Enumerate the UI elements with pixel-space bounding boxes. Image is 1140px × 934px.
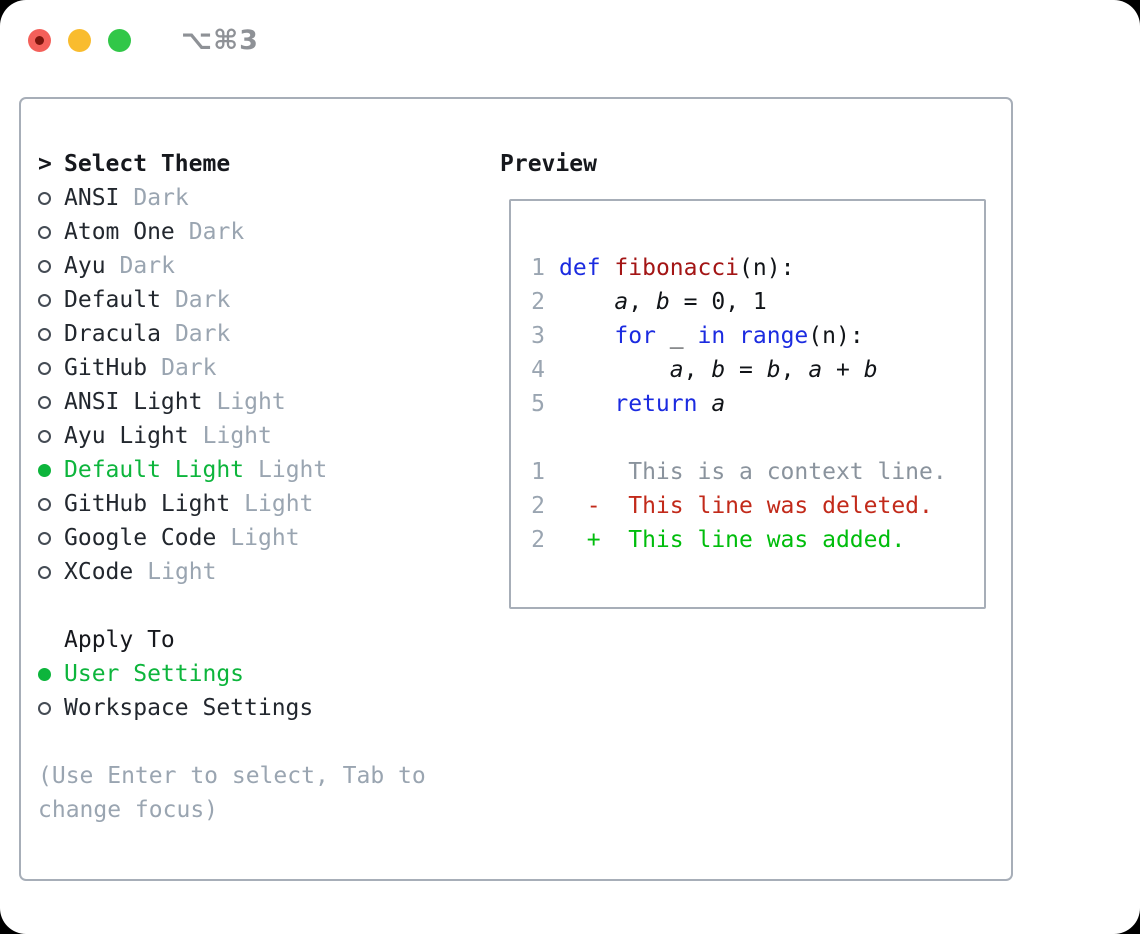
theme-variant: Dark (161, 355, 217, 381)
close-button[interactable] (28, 29, 51, 52)
theme-name: GitHub (64, 355, 148, 381)
theme-option-google-code-light[interactable]: Google Code Light (38, 521, 500, 555)
theme-variant: Dark (133, 185, 189, 211)
theme-option-github-light[interactable]: GitHub Light Light (38, 487, 500, 521)
theme-option-xcode-light[interactable]: XCode Light (38, 555, 500, 589)
select-theme-header: > Select Theme (38, 147, 500, 181)
diff-context-line: 1 This is a context line. (531, 459, 947, 485)
theme-variant: Light (230, 525, 300, 551)
code-line: 4 a, b = b, a + b (531, 357, 878, 383)
radio-icon (38, 225, 64, 239)
radio-icon (38, 191, 64, 205)
code-line: 3 for _ in range(n): (531, 323, 864, 349)
radio-icon (38, 259, 64, 273)
diff-deleted-line: 2 - This line was deleted. (531, 493, 933, 519)
line-number: 3 (531, 323, 545, 349)
apply-option-user-settings[interactable]: User Settings (38, 657, 500, 691)
theme-name: Dracula (64, 321, 161, 347)
radio-icon (38, 327, 64, 341)
window-shortcut-label: ⌥⌘3 (181, 25, 259, 56)
theme-list-column: > Select Theme ANSI Dark Atom One Dark A… (38, 147, 500, 879)
keyboard-hint-line-2: change focus) (38, 797, 219, 823)
theme-name: Default (64, 287, 161, 313)
apply-option-workspace-settings[interactable]: Workspace Settings (38, 691, 500, 725)
diff-added-line: 2 + This line was added. (531, 527, 906, 553)
theme-variant: Dark (174, 287, 231, 313)
theme-name: XCode (64, 559, 134, 585)
code-diff-gap (531, 421, 984, 455)
theme-option-ayu-light[interactable]: Ayu Light Light (38, 419, 500, 453)
radio-icon (38, 429, 64, 443)
theme-variant: Light (216, 389, 286, 415)
section-gap (38, 725, 500, 759)
theme-option-ayu-dark[interactable]: Ayu Dark (38, 249, 500, 283)
theme-name: Default Light (64, 457, 245, 483)
select-theme-title: Select Theme (64, 151, 231, 177)
radio-icon (38, 361, 64, 375)
theme-option-ansi-dark[interactable]: ANSI Dark (38, 181, 500, 215)
radio-icon (38, 395, 64, 409)
radio-icon (38, 701, 64, 715)
radio-icon (38, 565, 64, 579)
radio-selected-icon (38, 463, 64, 477)
theme-name: Atom One (64, 219, 175, 245)
theme-option-github-dark[interactable]: GitHub Dark (38, 351, 500, 385)
line-number: 1 (531, 255, 545, 281)
zoom-button[interactable] (108, 29, 131, 52)
code-line: 2 a, b = 0, 1 (531, 289, 767, 315)
code-line: 5 return a (531, 391, 726, 417)
section-gap (38, 589, 500, 623)
theme-name: ANSI (64, 185, 120, 211)
titlebar: ⌥⌘3 (28, 25, 259, 56)
theme-variant: Light (202, 423, 272, 449)
theme-variant: Light (147, 559, 217, 585)
line-number: 2 (531, 493, 545, 519)
apply-to-title: Apply To (64, 627, 175, 653)
minimize-button[interactable] (68, 29, 91, 52)
theme-name: Google Code (64, 525, 217, 551)
theme-option-default-dark[interactable]: Default Dark (38, 283, 500, 317)
theme-name: GitHub Light (64, 491, 231, 517)
line-number: 5 (531, 391, 545, 417)
theme-variant: Dark (174, 321, 231, 347)
theme-name: ANSI Light (64, 389, 203, 415)
preview-title: Preview (500, 151, 597, 177)
keyboard-hint-line-1: (Use Enter to select, Tab to (38, 763, 426, 789)
theme-option-dracula-dark[interactable]: Dracula Dark (38, 317, 500, 351)
theme-variant: Light (258, 457, 328, 483)
theme-selector-panel: > Select Theme ANSI Dark Atom One Dark A… (19, 97, 1013, 881)
line-number: 2 (531, 289, 545, 315)
radio-icon (38, 531, 64, 545)
radio-icon (38, 497, 64, 511)
radio-icon (38, 293, 64, 307)
radio-selected-icon (38, 667, 64, 681)
theme-variant: Light (244, 491, 314, 517)
theme-variant: Dark (119, 253, 175, 279)
theme-variant: Dark (188, 219, 245, 245)
line-number: 1 (531, 459, 545, 485)
theme-name: Ayu (64, 253, 106, 279)
close-button-dot (35, 36, 44, 45)
line-number: 4 (531, 357, 545, 383)
prompt-icon: > (38, 151, 52, 177)
theme-option-ansi-light[interactable]: ANSI Light Light (38, 385, 500, 419)
theme-option-default-light[interactable]: Default Light Light (38, 453, 500, 487)
apply-option-label: Workspace Settings (64, 695, 314, 721)
apply-to-header: Apply To (38, 623, 500, 657)
line-number: 2 (531, 527, 545, 553)
apply-option-label: User Settings (64, 661, 245, 687)
theme-name: Ayu Light (64, 423, 189, 449)
theme-option-atom-one-dark[interactable]: Atom One Dark (38, 215, 500, 249)
